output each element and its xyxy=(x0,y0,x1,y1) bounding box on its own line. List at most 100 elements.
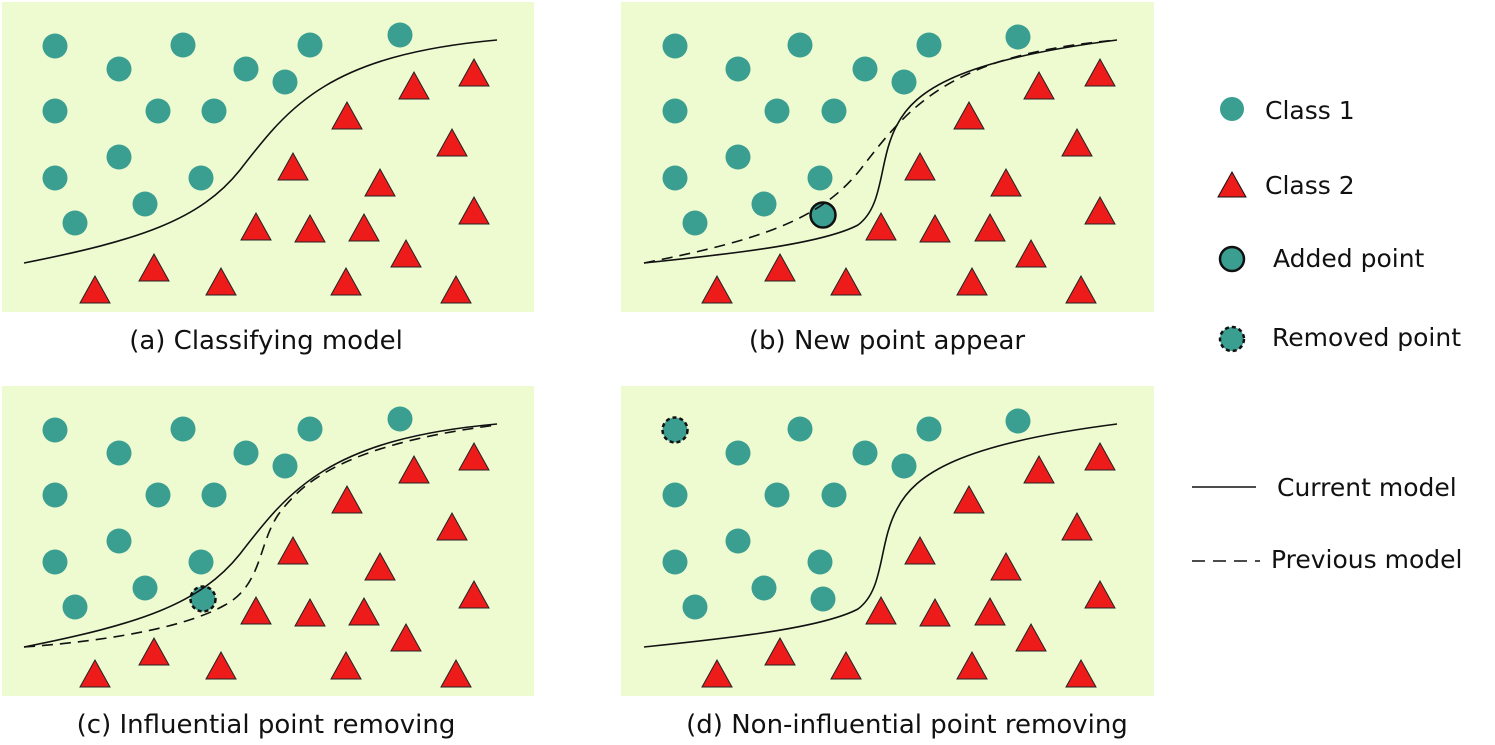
caption-panel-c: (c) Influential point removing xyxy=(77,710,456,740)
panel-b-class2-point xyxy=(1015,238,1047,268)
panel-d-background xyxy=(621,386,1154,696)
panel-c-class2-point xyxy=(330,650,362,680)
panel-a-class2-point xyxy=(79,274,111,304)
panel-a-background xyxy=(2,2,534,312)
panel-c-class2-point xyxy=(390,622,422,652)
panel-d-class1-point xyxy=(787,416,813,442)
panel-c-background xyxy=(2,386,534,696)
panel-c-current-model-line xyxy=(23,423,498,648)
panel-b xyxy=(662,24,1116,304)
panel-b-class1-point xyxy=(821,98,847,124)
panel-b-class1-point xyxy=(662,165,688,191)
panel-b-class2-point xyxy=(956,266,988,296)
panel-d-class1-point xyxy=(725,440,751,466)
panel-a-class1-point xyxy=(42,165,68,191)
legend-added-marker xyxy=(1218,245,1246,273)
panel-c-class2-point xyxy=(331,484,363,514)
panel-b-class2-point xyxy=(865,211,897,241)
panel-a-class1-point xyxy=(170,32,196,58)
panel-b-class2-point xyxy=(1084,195,1116,225)
panel-a-class1-point xyxy=(387,22,413,48)
panel-d-class2-point xyxy=(953,484,985,514)
panel-d-class2-point xyxy=(830,650,862,680)
panel-a-class1-point xyxy=(201,98,227,124)
panel-c-class1-point xyxy=(106,528,132,554)
panel-d-class1-point xyxy=(751,575,777,601)
panel-b-class1-point xyxy=(764,98,790,124)
panel-b-class1-point xyxy=(807,165,833,191)
panel-c-class2-point xyxy=(436,511,468,541)
panel-a-current-model-line xyxy=(23,39,498,264)
panel-a-class1-point xyxy=(188,165,214,191)
panel-d-class2-point xyxy=(990,551,1022,581)
panel-a-class1-point xyxy=(272,69,298,95)
panel-a-class1-point xyxy=(42,98,68,124)
panel-c-class2-point xyxy=(364,551,396,581)
panel-c-class2-point xyxy=(138,636,170,666)
panel-b-class1-point xyxy=(891,69,917,95)
panel-c-class2-point xyxy=(440,658,472,688)
panel-d-current-model-line xyxy=(643,423,1118,648)
panel-b-class1-point xyxy=(662,33,688,59)
panel-d-class1-point xyxy=(916,416,942,442)
panel-d-class2-point xyxy=(1084,579,1116,609)
panel-a-class2-point xyxy=(364,167,396,197)
panel-d-class2-point xyxy=(701,658,733,688)
panel-b-class2-point xyxy=(830,266,862,296)
panel-d-class1-point xyxy=(821,482,847,508)
panel-d-class1-point xyxy=(662,482,688,508)
panel-d-class2-point xyxy=(865,595,897,625)
panel-c-class2-point xyxy=(348,596,380,626)
panel-a-class1-point xyxy=(42,33,68,59)
panel-c-class1-point xyxy=(272,453,298,479)
panel-d-removed-point xyxy=(661,416,689,444)
panel-d-class1-point xyxy=(725,528,751,554)
legend-previous-label: Previous model xyxy=(1271,545,1462,574)
panel-d-class2-point xyxy=(1015,622,1047,652)
panel-b-class1-point xyxy=(725,144,751,170)
panel-a-class1-point xyxy=(145,98,171,124)
panel-b-class2-point xyxy=(1061,127,1093,157)
panel-b-class2-point xyxy=(953,100,985,130)
panel-c xyxy=(42,406,490,688)
legend-class1-label: Class 1 xyxy=(1265,96,1355,125)
panel-a-class2-point xyxy=(436,127,468,157)
panel-d-class1-point xyxy=(852,440,878,466)
panel-b-class1-point xyxy=(682,210,708,236)
panel-a-class2-point xyxy=(398,70,430,100)
panel-d-class1-point xyxy=(682,594,708,620)
panel-a-class1-point xyxy=(233,56,259,82)
legend-removed-marker xyxy=(1218,325,1246,353)
panel-a-class2-point xyxy=(440,274,472,304)
legend-class2-label: Class 2 xyxy=(1265,171,1355,200)
legend-class1-marker xyxy=(1220,97,1244,121)
legend-removed-label: Removed point xyxy=(1272,323,1461,352)
panel-c-class1-point xyxy=(42,417,68,443)
panel-b-class2-point xyxy=(990,167,1022,197)
panel-c-class1-point xyxy=(145,482,171,508)
panel-c-class2-point xyxy=(458,441,490,471)
panel-b-class2-point xyxy=(919,213,951,243)
panel-a-class2-point xyxy=(331,100,363,130)
panel-a-class2-point xyxy=(138,252,170,282)
panel-d-class1-point xyxy=(891,453,917,479)
panel-b-class1-point xyxy=(787,32,813,58)
caption-panel-a: (a) Classifying model xyxy=(129,326,403,356)
panel-d-class2-point xyxy=(1023,454,1055,484)
panel-a-class1-point xyxy=(297,32,323,58)
panel-c-class1-point xyxy=(62,594,88,620)
panel-a-class2-point xyxy=(390,238,422,268)
panel-c-class2-point xyxy=(205,650,237,680)
panel-d-class2-point xyxy=(904,535,936,565)
legend: Class 1 Class 2 Added point Removed poin… xyxy=(1192,96,1462,574)
panel-c-class1-point xyxy=(106,440,132,466)
legend-added-label: Added point xyxy=(1273,244,1425,273)
panel-b-class1-point xyxy=(725,56,751,82)
panel-b-background xyxy=(621,2,1154,312)
panel-d-class1-point xyxy=(807,549,833,575)
panel-c-class2-point xyxy=(240,595,272,625)
panel-b-class1-point xyxy=(751,191,777,217)
panel-c-class1-point xyxy=(42,549,68,575)
panel-b-added-point xyxy=(809,201,837,229)
